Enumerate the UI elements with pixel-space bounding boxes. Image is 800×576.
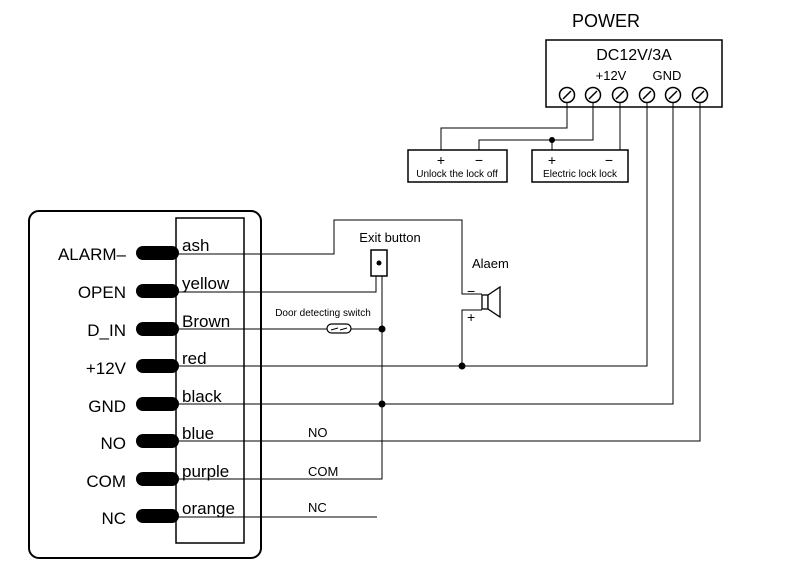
power-terminal-screws (558, 86, 709, 104)
wire-ash (176, 219, 482, 295)
pin-label-d-in: D_IN (87, 321, 126, 340)
power-plus-label: +12V (596, 68, 627, 83)
lock-plus-sign: + (548, 152, 556, 168)
wire-label-blue: blue (182, 424, 214, 443)
junction-dot (549, 137, 555, 143)
wire-label-orange: orange (182, 499, 235, 518)
power-title: POWER (572, 11, 640, 31)
screw-icon (558, 86, 576, 104)
wire-gnd-bus (176, 276, 383, 480)
exit-button-icon (370, 249, 388, 277)
wire-label-red: red (182, 349, 207, 368)
screw-icon (611, 86, 629, 104)
wire-blue (176, 103, 701, 442)
lock-minus-sign: − (605, 152, 613, 168)
wire-unlock-minus (478, 103, 594, 150)
alarm-minus-sign: − (467, 283, 475, 299)
relay-com-label: COM (308, 464, 338, 479)
exit-button-label: Exit button (359, 230, 420, 245)
pin-label-nc: NC (101, 509, 126, 528)
wire-label-yellow: yellow (182, 274, 230, 293)
power-gnd-label: GND (653, 68, 682, 83)
door-switch-label: Door detecting switch (275, 308, 371, 319)
pin-label-open: OPEN (78, 283, 126, 302)
alarm-label: Alaem (472, 256, 509, 271)
pin-label-no: NO (101, 434, 127, 453)
wire-label-purple: purple (182, 462, 229, 481)
pin-label-alarm: ALARM– (58, 245, 127, 264)
screw-icon (584, 86, 602, 104)
unlock-minus-sign: − (475, 152, 483, 168)
relay-no-label: NO (308, 425, 328, 440)
screw-icon (638, 86, 656, 104)
relay-nc-label: NC (308, 500, 327, 515)
electric-lock-label: Electric lock lock (543, 169, 618, 180)
unlock-block-box (407, 149, 508, 183)
junction-dot (378, 400, 386, 408)
alarm-plus-sign: + (467, 309, 475, 325)
wire-yellow (176, 276, 377, 293)
wire-label-black: black (182, 387, 222, 406)
wire-color-panel (175, 217, 245, 544)
wire-alarm-plus (461, 309, 482, 366)
screw-icon (664, 86, 682, 104)
power-rating: DC12V/3A (596, 47, 672, 64)
wire-black (176, 103, 674, 405)
screw-icon (691, 86, 709, 104)
wire-red (176, 103, 648, 367)
electric-lock-box (531, 149, 629, 183)
wire-label-brown: Brown (182, 312, 230, 331)
speaker-icon (481, 285, 501, 319)
unlock-block-label: Unlock the lock off (416, 169, 498, 180)
reed-switch-icon (326, 323, 352, 334)
controller-pins: ALARM– OPEN D_IN +12V GND NO COM NC ash … (58, 236, 235, 528)
wire-label-ash: ash (182, 236, 209, 255)
wires (176, 103, 701, 518)
junction-dot (378, 325, 386, 333)
wire-unlock-plus (440, 103, 568, 150)
unlock-plus-sign: + (437, 152, 445, 168)
junction-dot (458, 362, 466, 370)
pin-label-gnd: GND (88, 397, 126, 416)
pin-label-12v: +12V (86, 359, 127, 378)
pin-label-com: COM (86, 472, 126, 491)
